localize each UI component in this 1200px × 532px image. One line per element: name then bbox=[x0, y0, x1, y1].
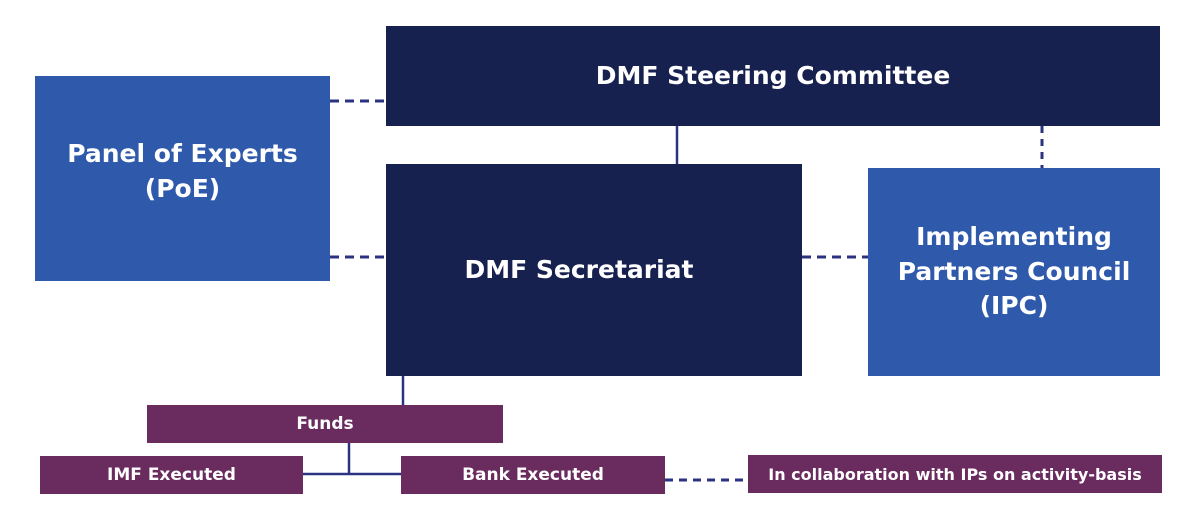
ipc-line2: Partners Council bbox=[897, 256, 1131, 286]
secretariat-label: DMF Secretariat bbox=[464, 254, 694, 284]
ipc-line1: Implementing bbox=[916, 222, 1112, 252]
steering-committee-label: DMF Steering Committee bbox=[595, 60, 951, 90]
node-imf-executed: IMF Executed bbox=[40, 456, 303, 494]
node-ipc: Implementing Partners Council (IPC) bbox=[868, 168, 1160, 376]
node-steering-committee: DMF Steering Committee bbox=[386, 26, 1160, 126]
panel-of-experts-line2: (PoE) bbox=[144, 173, 221, 203]
node-funds: Funds bbox=[147, 405, 503, 443]
node-collaboration: In collaboration with IPs on activity-ba… bbox=[748, 455, 1162, 493]
ipc-line3: (IPC) bbox=[979, 291, 1049, 321]
node-bank-executed: Bank Executed bbox=[401, 456, 665, 494]
node-secretariat: DMF Secretariat bbox=[386, 164, 802, 376]
funds-label: Funds bbox=[296, 414, 354, 434]
panel-of-experts-line1: Panel of Experts bbox=[67, 139, 298, 168]
collaboration-label: In collaboration with IPs on activity-ba… bbox=[768, 464, 1142, 484]
bank-executed-label: Bank Executed bbox=[462, 465, 604, 485]
node-panel-of-experts: Panel of Experts (PoE) bbox=[35, 76, 330, 281]
imf-executed-label: IMF Executed bbox=[107, 465, 236, 485]
